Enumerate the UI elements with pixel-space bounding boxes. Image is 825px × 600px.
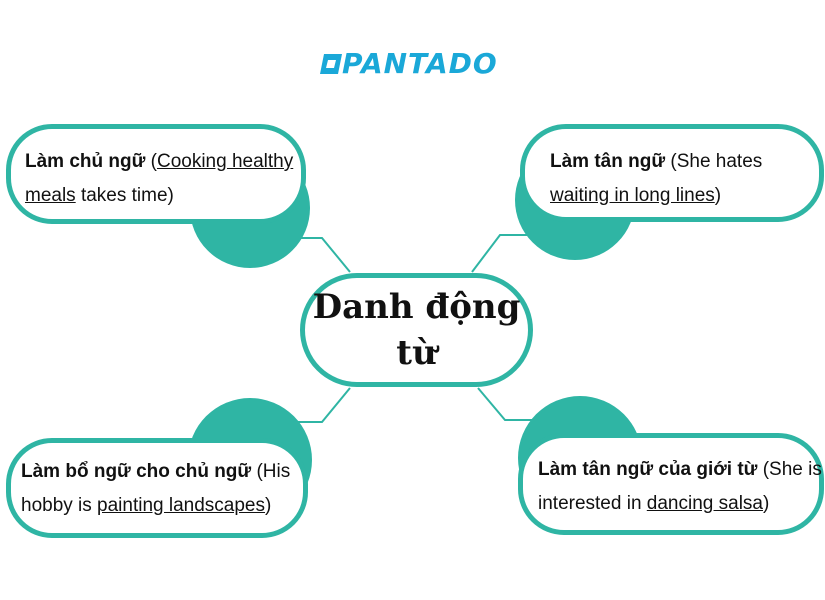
node-subject-rest: takes time) [75,185,174,206]
pantado-logo: PANTADO [320,44,500,84]
node-complement-title: Làm bổ ngữ cho chủ ngữ [21,461,252,482]
node-complement-pre: (His hobby is [21,461,291,516]
node-subject: Làm chủ ngữ (Cooking healthy meals takes… [6,124,306,224]
node-prep-object-pre: (She is interested in [538,459,822,514]
node-object-title: Làm tân ngữ [550,151,666,172]
center-title-line-1: Danh động [312,287,521,327]
node-object: Làm tân ngữ (She hates waiting in long l… [520,124,824,222]
node-complement-close: ) [265,495,272,516]
node-object-pre: (She hates [665,151,763,172]
node-prep-object-title: Làm tân ngữ của giới từ [538,459,758,480]
connector-bottom-right [477,387,535,421]
connector-top-right [471,234,535,273]
node-subject-example-2: meals [25,185,76,206]
node-prep-object: Làm tân ngữ của giới từ (She is interest… [518,433,824,535]
center-title-line-2: từ [396,333,437,373]
node-object-close: ) [714,185,722,206]
node-subject-example-1: Cooking healthy [156,151,294,172]
node-subject-title: Làm chủ ngữ [25,151,146,172]
node-prep-object-example: dancing salsa [646,493,763,514]
connector-bottom-left [292,387,351,423]
connector-top-left [292,237,351,273]
logo-mark-icon [320,54,342,74]
node-object-example: waiting in long lines [550,185,715,206]
node-subject-open: ( [145,151,157,172]
node-prep-object-close: ) [763,493,770,514]
center-node: Danh động từ [300,273,533,387]
center-title: Danh động từ [313,284,521,376]
logo-text: PANTADO [342,47,498,80]
node-complement: Làm bổ ngữ cho chủ ngữ (His hobby is pai… [6,438,308,538]
node-complement-example: painting landscapes [97,495,266,516]
